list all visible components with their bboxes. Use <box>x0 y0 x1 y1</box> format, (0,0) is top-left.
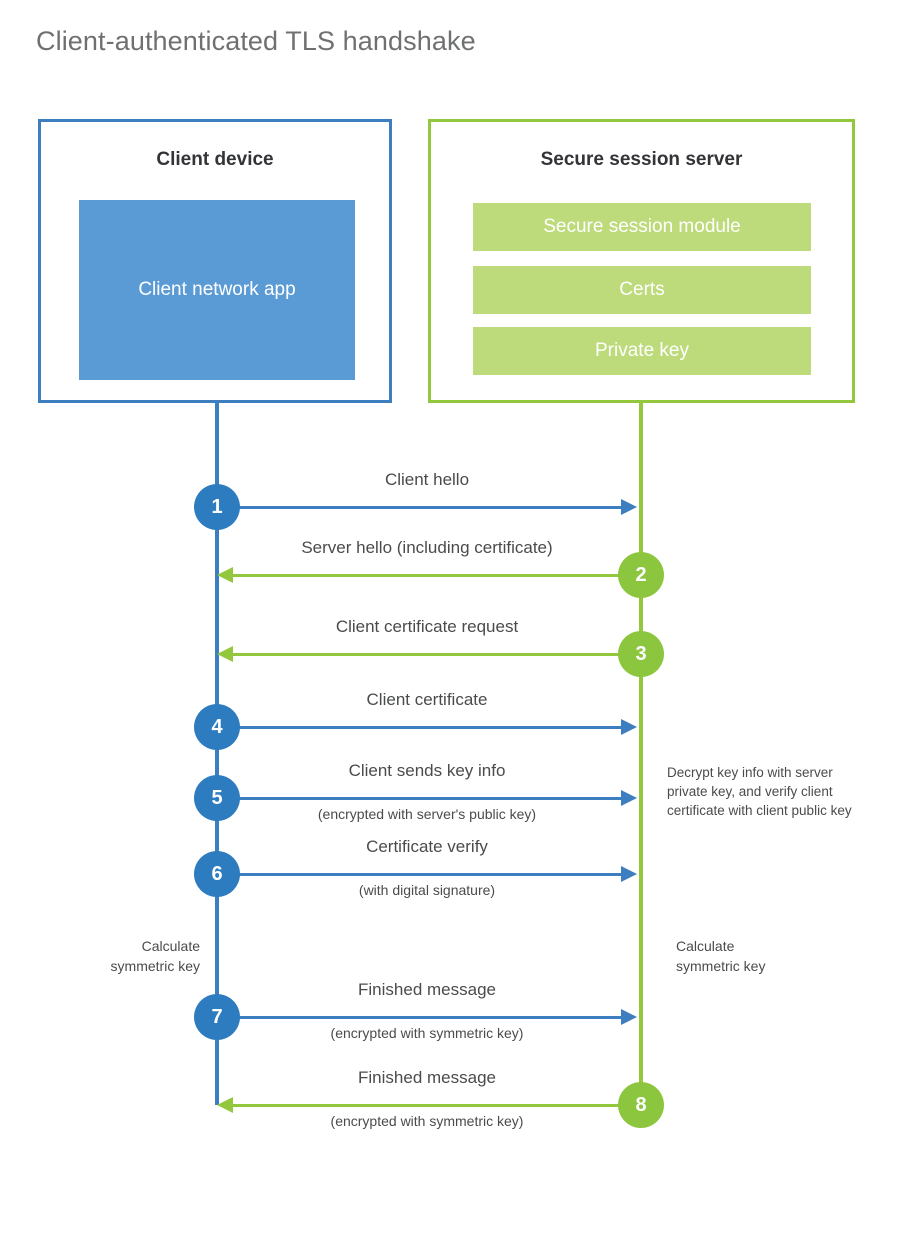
message-arrow-line <box>233 1104 639 1107</box>
note-client-calculate-symmetric-key: Calculate symmetric key <box>110 938 200 974</box>
message-sublabel: (encrypted with symmetric key) <box>330 1025 524 1041</box>
message-sublabel: (with digital signature) <box>358 882 496 898</box>
secure-session-server-box: Secure session server Secure session mod… <box>428 119 855 403</box>
server-component-label: Secure session module <box>543 216 741 237</box>
step-badge-5: 5 <box>194 775 240 821</box>
message-label: Client sends key info <box>348 761 506 780</box>
message-sublabel: (encrypted with symmetric key) <box>330 1113 524 1129</box>
server-component-label: Certs <box>619 279 665 300</box>
client-lifeline <box>215 403 219 1105</box>
step-badge-8: 8 <box>618 1082 664 1128</box>
note-server-calculate-symmetric-key: Calculate symmetric key <box>676 938 766 974</box>
message-label: Client hello <box>384 470 470 489</box>
message-sublabel: (encrypted with server's public key) <box>317 806 537 822</box>
message-arrow-line <box>217 873 623 876</box>
message-arrow-line <box>217 1016 623 1019</box>
page-title: Client-authenticated TLS handshake <box>36 26 476 56</box>
step-badge-2: 2 <box>618 552 664 598</box>
server-component-label: Private key <box>595 340 689 361</box>
arrow-head-icon <box>621 1009 637 1025</box>
note-server-decrypt: Decrypt key info with server private key… <box>667 765 852 819</box>
step-badge-6: 6 <box>194 851 240 897</box>
server-lifeline <box>639 403 643 1105</box>
client-network-app-label: Client network app <box>138 279 296 301</box>
client-device-title: Client device <box>156 149 274 170</box>
message-arrow-line <box>217 797 623 800</box>
arrow-head-icon <box>621 790 637 806</box>
message-label: Server hello (including certificate) <box>301 538 553 557</box>
arrow-head-icon <box>217 1097 233 1113</box>
message-arrow-line <box>217 726 623 729</box>
server-component-private-key: Private key <box>473 327 811 375</box>
arrow-head-icon <box>621 866 637 882</box>
message-arrow-line <box>233 574 639 577</box>
message-label: Client certificate request <box>335 617 519 636</box>
arrow-head-icon <box>621 499 637 515</box>
message-label: Certificate verify <box>366 837 488 856</box>
message-label: Finished message <box>358 1068 496 1087</box>
step-badge-7: 7 <box>194 994 240 1040</box>
message-arrow-line <box>217 506 623 509</box>
step-badge-4: 4 <box>194 704 240 750</box>
server-component-secure-session-module: Secure session module <box>473 203 811 251</box>
step-badge-3: 3 <box>618 631 664 677</box>
secure-session-server-title: Secure session server <box>540 149 743 170</box>
arrow-head-icon <box>217 646 233 662</box>
client-device-box: Client device Client network app <box>38 119 392 403</box>
message-arrow-line <box>233 653 639 656</box>
arrow-head-icon <box>217 567 233 583</box>
server-component-certs: Certs <box>473 266 811 314</box>
step-badge-1: 1 <box>194 484 240 530</box>
message-label: Client certificate <box>366 690 488 709</box>
arrow-head-icon <box>621 719 637 735</box>
client-network-app-block: Client network app <box>79 200 355 380</box>
message-label: Finished message <box>358 980 496 999</box>
